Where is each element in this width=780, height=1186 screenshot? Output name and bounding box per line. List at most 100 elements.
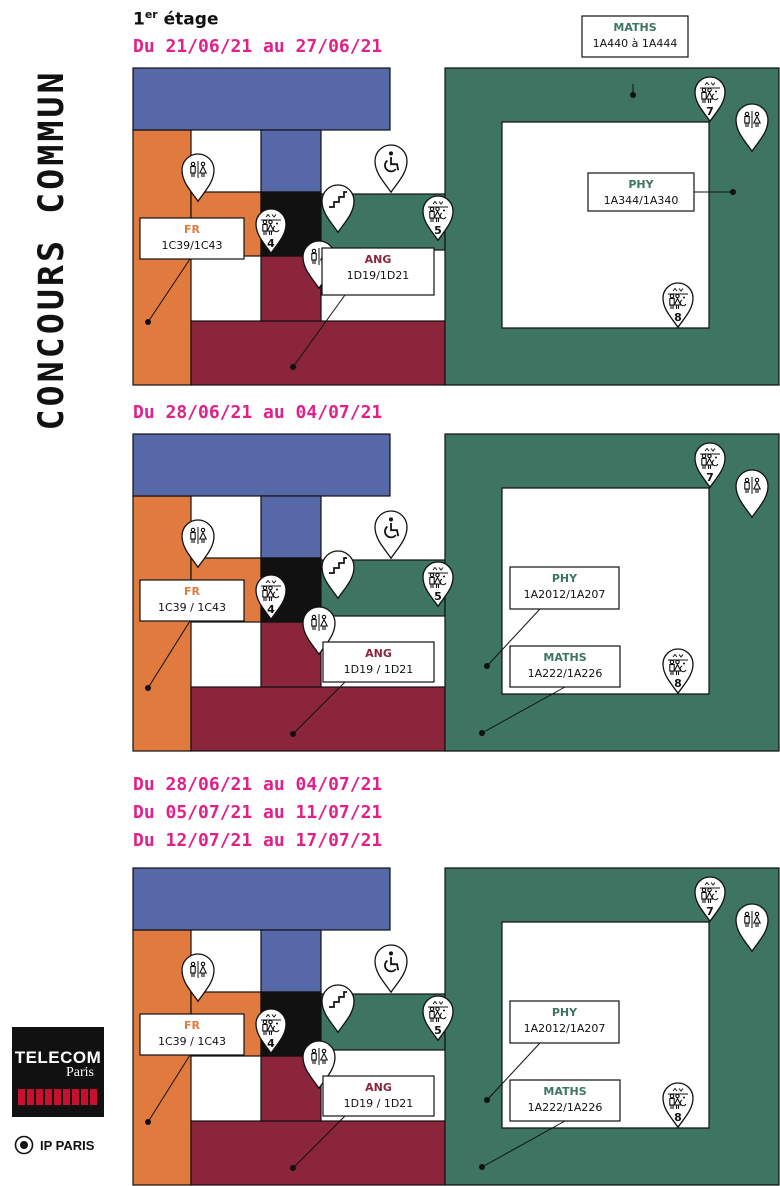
elevator-pin-icon-8: 8	[662, 1082, 694, 1129]
elevator-pin-icon-4: 4	[255, 574, 287, 621]
room-label-title: ANG	[365, 1081, 392, 1094]
phy-leader-dot	[484, 1097, 490, 1103]
elevator-pin-icon-4: 4	[255, 208, 287, 255]
maths-leader	[481, 686, 566, 734]
room-label-rooms: 1D19 / 1D21	[344, 1097, 414, 1110]
room-label-rooms: 1A344/1A340	[604, 194, 679, 207]
elevator-pin-icon-4: 4	[255, 1008, 287, 1055]
fr-leader-dot	[145, 685, 151, 691]
zone-fr	[132, 929, 192, 1186]
zone-ang	[190, 686, 446, 752]
fr-label: FR 1C39 / 1C43	[139, 1013, 245, 1056]
maths-leader	[481, 1120, 566, 1168]
elevator-pin-icon-8: 8	[662, 648, 694, 695]
icon-number: 7	[706, 471, 714, 484]
ang-leader-dot	[290, 1165, 296, 1171]
wc-pin-icon-2	[735, 103, 769, 153]
fr-leader	[147, 258, 191, 323]
icon-number: 4	[267, 1037, 275, 1050]
room-label-rooms: 1A2012/1A207	[524, 1022, 606, 1035]
room-label-title: PHY	[552, 1006, 578, 1019]
phy-leader-dot	[484, 663, 490, 669]
icon-number: 4	[267, 237, 275, 250]
room-label-rooms: 1A222/1A226	[528, 1101, 603, 1114]
zone-blue-stem	[260, 495, 322, 559]
maths-label: MATHS 1A440 à 1A444	[581, 15, 689, 58]
room-label-title: MATHS	[543, 651, 586, 664]
icon-number: 4	[267, 603, 275, 616]
fr-leader	[147, 1054, 191, 1123]
room-label-rooms: 1A222/1A226	[528, 667, 603, 680]
ang-label: ANG 1D19 / 1D21	[322, 1075, 435, 1117]
icon-number: 5	[434, 590, 442, 603]
ang-leader	[292, 294, 346, 368]
ip-paris-emblem-icon	[14, 1135, 34, 1155]
fr-leader-dot	[145, 319, 151, 325]
room-label-title: FR	[184, 223, 201, 236]
elevator-pin-icon-7: 7	[694, 876, 726, 923]
zone-green	[444, 433, 780, 752]
accessible-pin-icon	[374, 944, 408, 994]
icon-number: 5	[434, 224, 442, 237]
room-label-title: PHY	[552, 572, 578, 585]
room-label-title: ANG	[365, 253, 392, 266]
elevator-pin-icon-5: 5	[422, 195, 454, 242]
maths-leader-dot	[479, 1164, 485, 1170]
ip-paris-logo: IP PARIS	[14, 1135, 94, 1155]
accessible-pin-icon	[374, 510, 408, 560]
wc-pin-icon-2	[735, 469, 769, 519]
stairs-pin-icon	[321, 184, 355, 234]
zone-ang	[190, 320, 446, 386]
icon-number: 8	[674, 677, 682, 690]
date-range-4: Du 05/07/21 au 11/07/21	[133, 802, 383, 823]
ang-leader	[292, 681, 346, 735]
zone-blue	[132, 433, 391, 497]
date-range-1: Du 21/06/21 au 27/06/21	[133, 36, 383, 57]
zone-blue-stem	[260, 929, 322, 993]
fr-label: FR 1C39/1C43	[139, 217, 245, 260]
zone-blue	[132, 67, 391, 131]
maths-label: MATHS 1A222/1A226	[509, 645, 621, 688]
elevator-pin-icon-7: 7	[694, 442, 726, 489]
room-label-title: FR	[184, 585, 201, 598]
room-label-rooms: 1C39 / 1C43	[158, 1035, 226, 1048]
phy-leader-dot	[730, 189, 736, 195]
maths-leader-dot	[479, 730, 485, 736]
date-range-3: Du 28/06/21 au 04/07/21	[133, 774, 383, 795]
date-range-2: Du 28/06/21 au 04/07/21	[133, 402, 383, 423]
wc-pin-icon-1	[181, 953, 215, 1003]
elevator-pin-icon-5: 5	[422, 995, 454, 1042]
icon-number: 7	[706, 105, 714, 118]
icon-number: 8	[674, 311, 682, 324]
fr-leader	[147, 620, 191, 689]
zone-ang	[190, 1120, 446, 1186]
ang-leader	[292, 1115, 346, 1169]
room-label-title: MATHS	[613, 21, 656, 34]
phy-leader	[486, 1042, 541, 1101]
zone-fr	[132, 495, 192, 752]
room-label-rooms: 1C39/1C43	[161, 239, 222, 252]
zone-blue-stem	[260, 129, 322, 193]
wc-pin-icon-2	[735, 903, 769, 953]
wc-pin-icon-1	[181, 153, 215, 203]
room-label-rooms: 1A440 à 1A444	[593, 37, 678, 50]
stairs-pin-icon	[321, 550, 355, 600]
phy-label: PHY 1A2012/1A207	[509, 1000, 620, 1044]
elevator-pin-icon-7: 7	[694, 76, 726, 123]
zone-green	[444, 67, 780, 386]
accessible-pin-icon	[374, 144, 408, 194]
ang-leader-dot	[290, 364, 296, 370]
elevator-pin-icon-5: 5	[422, 561, 454, 608]
room-label-title: FR	[184, 1019, 201, 1032]
icon-number: 8	[674, 1111, 682, 1124]
ang-leader-dot	[290, 731, 296, 737]
zone-blue	[132, 867, 391, 931]
